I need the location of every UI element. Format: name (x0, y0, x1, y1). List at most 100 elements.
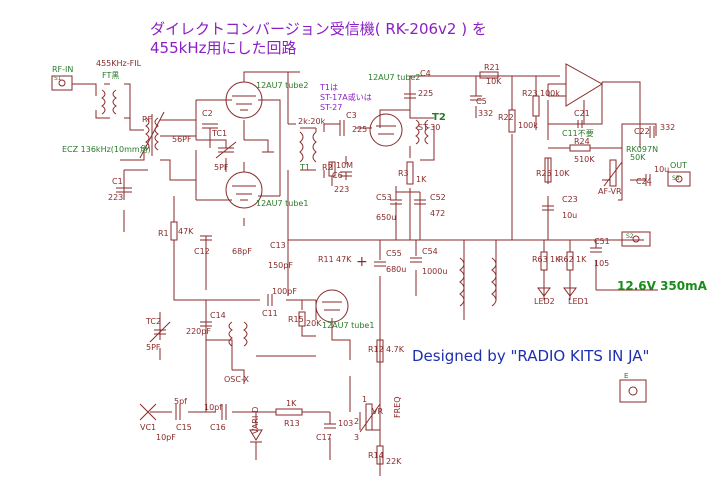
label-tc2: TC2 (145, 317, 161, 326)
label-r3v: 1K (416, 175, 427, 184)
label-r13: R13 (284, 419, 300, 428)
label-tc1v: 5PF (214, 163, 229, 172)
designer-credit: Designed by "RADIO KITS IN JA" (412, 347, 650, 365)
label-c24v: 10u (654, 165, 669, 174)
label-r62: R62 (558, 255, 574, 264)
power-connector[interactable] (621, 231, 651, 247)
label-osc: OSC-X (224, 375, 249, 384)
label-c6: C6 (332, 171, 343, 180)
label-c2: C2 (202, 109, 213, 118)
label-r24v: 510K (574, 155, 595, 164)
label-c4v: 225 (418, 89, 433, 98)
label-led1: LED1 (568, 297, 589, 306)
label-c15v: 5pf (174, 397, 187, 406)
label-varid: VARI-D (251, 407, 260, 434)
tube-12au7-osc (315, 289, 349, 323)
label-e: E (624, 372, 628, 380)
label-c55v: 680u (386, 265, 406, 274)
label-c4: C4 (420, 69, 431, 78)
label-c51: C51 (594, 237, 610, 246)
components (51, 63, 691, 465)
tube-12au7-top (225, 81, 263, 119)
label-r24: R24 (574, 137, 590, 146)
schematic-title: ダイレクトコンバージョン受信機( RK-206v2 ) を 455kHz用にした… (150, 20, 487, 58)
label-vc1: VC1 (140, 423, 156, 432)
label-c2v: 56PF (172, 135, 192, 144)
earth-connector[interactable] (619, 379, 647, 403)
label-r12: R12 (368, 345, 384, 354)
label-pin3: 3 (354, 433, 359, 442)
label-c13v: 150pF (268, 261, 293, 270)
label-c53: C53 (376, 193, 392, 202)
label-c15: C15 (176, 423, 192, 432)
label-tc2v: 5PF (146, 343, 161, 352)
label-c11: C11 (262, 309, 278, 318)
label-rf: RF (142, 115, 153, 124)
label-c14v: 220pF (186, 327, 211, 336)
label-t1-imp: 2k:20k (298, 117, 326, 126)
label-r1: R1 (158, 229, 169, 238)
label-r15v: 20K (306, 319, 322, 328)
label-c1v: 223 (108, 193, 123, 202)
label-c5: C5 (476, 97, 487, 106)
label-c22v: 332 (660, 123, 675, 132)
label-c54: C54 (422, 247, 438, 256)
label-r2: R2 (322, 163, 333, 172)
label-c12: C12 (194, 247, 210, 256)
label-r15: R15 (288, 315, 304, 324)
label-c3: C3 (346, 111, 357, 120)
label-c16: C16 (210, 423, 226, 432)
label-freq: FREQ (393, 396, 402, 418)
label-rkv: 50K (630, 153, 646, 162)
label-c13: C13 (270, 241, 286, 250)
label-c21: C21 (574, 109, 590, 118)
label-r22v: 100k (518, 121, 538, 130)
title-line-2: 455kHz用にした回路 (150, 39, 297, 57)
label-r11: R11 (318, 255, 334, 264)
op-amp (565, 63, 603, 107)
label-pin2: 2 (354, 417, 359, 426)
label-t1-note1: T1は (319, 83, 338, 92)
label-r22: R22 (498, 113, 514, 122)
label-c11-unused: C11不要 (562, 129, 594, 138)
label-c52: C52 (430, 193, 446, 202)
label-r23v: 100k (540, 89, 560, 98)
label-c52v: 472 (430, 209, 445, 218)
label-r12v: 4.7K (386, 345, 405, 354)
label-out: OUT (670, 161, 687, 170)
label-vc1v: 10pF (156, 433, 176, 442)
tube-12au7-mid (369, 113, 403, 147)
label-c1: C1 (112, 177, 123, 186)
label-c54v: 1000u (422, 267, 447, 276)
label-r62v: 1K (576, 255, 587, 264)
label-r11v: 47K (336, 255, 352, 264)
label-c12v: 68pF (232, 247, 252, 256)
out-connector[interactable] (667, 171, 691, 187)
label-r1v: 47K (178, 227, 194, 236)
label-c11v: 100pF (272, 287, 297, 296)
label-tc1: TC1 (211, 129, 227, 138)
label-rf-in: RF-IN (52, 65, 73, 74)
plus-marker: + (356, 254, 368, 270)
label-afvr: AF-VR (598, 187, 622, 196)
title-line-1: ダイレクトコンバージョン受信機( RK-206v2 ) を (150, 20, 487, 38)
label-c17: C17 (316, 433, 332, 442)
label-s3: S3 (672, 175, 680, 182)
label-c24: C24 (636, 177, 652, 186)
label-led2: LED2 (534, 297, 555, 306)
label-tube-mid2: 12AU7 tube2 (368, 73, 420, 82)
label-s2: S2 (626, 233, 634, 240)
label-c14: C14 (210, 311, 226, 320)
label-c53v: 650u (376, 213, 396, 222)
label-s1: S1 (54, 75, 62, 82)
wires (72, 71, 658, 476)
label-pin1: 1 (362, 395, 367, 404)
label-c55: C55 (386, 249, 402, 258)
label-tube-top: 12AU7 tube2 (256, 81, 308, 90)
rf-in-connector[interactable] (51, 75, 73, 91)
tube-12au7-bottom (225, 171, 263, 209)
label-ft: FT黒 (102, 71, 119, 80)
label-tube-bot: 12AU7 tube1 (256, 199, 308, 208)
label-r21: R21 (484, 63, 500, 72)
